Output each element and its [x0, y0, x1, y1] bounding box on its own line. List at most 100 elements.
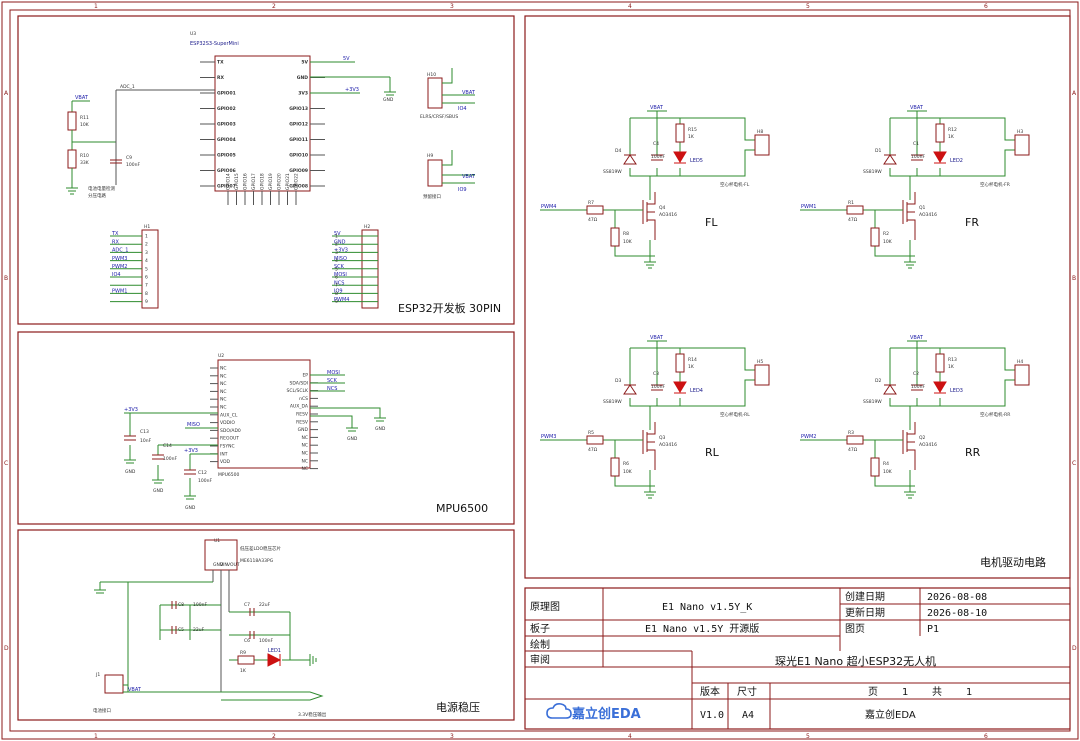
col-4: 4 — [628, 3, 632, 10]
h9-wires — [442, 150, 475, 184]
gate-wires — [800, 439, 915, 492]
mpu-gnd-1-label: GND — [375, 426, 386, 432]
mpu-v33-label: +3V3 — [124, 407, 138, 413]
mpu-right-pin-label: GND — [298, 427, 309, 433]
vbat-label-esp: VBAT — [75, 95, 89, 101]
cap-ref: C1 — [913, 141, 919, 147]
u3-name: ESP32S3-SuperMini — [190, 41, 239, 47]
c9-capacitor — [110, 159, 122, 164]
c12-gnd-label: GND — [185, 505, 196, 511]
esp-bottom-pin-label: GPIO22 — [294, 173, 300, 190]
status-led-ref: LED2 — [950, 158, 963, 164]
led-resistor — [675, 353, 685, 373]
status-led-ref: LED5 — [690, 158, 703, 164]
c9-value: 100nF — [126, 162, 140, 168]
c13-value: 10nF — [140, 438, 152, 444]
esp-right-pin-label: GND — [297, 75, 308, 81]
mpu-right-pin-label: SDA/SDI — [290, 380, 309, 386]
header-pin-net: ADC_1 — [112, 248, 128, 254]
mpu-left-pin-label: VDD — [220, 459, 231, 465]
esp-left-pin-label: GPIO05 — [217, 153, 236, 159]
mosfet-ref: Q1 — [919, 205, 926, 211]
esp-left-pin-label: GPIO02 — [217, 106, 236, 112]
esp32-panel-title: ESP32开发板 30PIN — [398, 301, 501, 315]
header-pin-number: 9 — [335, 299, 338, 305]
esp32-right-pins: 5VGND3V3GPIO13GPIO12GPIO11GPIO10GPIO09GP… — [289, 60, 325, 190]
motor-panel-border — [524, 15, 1071, 579]
esp-right-pin-label: GPIO09 — [289, 168, 308, 174]
motor-vbat-label: VBAT — [910, 335, 924, 341]
ldo-pins — [212, 570, 230, 692]
cap-value: 100nF — [911, 384, 925, 390]
motor-connector — [1014, 364, 1030, 386]
motor-panel: 电机驱动电路 VBATD4SS819WC4100nFR151KLED5H8空心杯… — [524, 15, 1071, 579]
board-label: 板子 — [530, 622, 550, 635]
h9-connector — [427, 159, 443, 187]
motor-unit-rl: VBATD3SS819WC3100nFR141KLED4H5空心杯电机-RLQ3… — [540, 335, 770, 499]
mpu-right-pin-label: NC — [301, 458, 308, 464]
r9-value: 1K — [240, 668, 247, 674]
motor-connector-ref: H5 — [757, 359, 763, 365]
status-led — [933, 151, 947, 164]
header-pin-number: 4 — [145, 258, 148, 264]
mpu-gnd-wires — [310, 407, 381, 428]
mosfet — [642, 422, 656, 470]
col-3-bottom: 3 — [450, 733, 454, 740]
mpu-left-pins: NCNCNCNCNCNCAUX_CLVDDIOSDO/AD0REGOUTFSYN… — [210, 366, 241, 465]
col-2-bottom: 2 — [272, 733, 276, 740]
status-led — [673, 151, 687, 164]
c14-value: 100nF — [163, 456, 177, 462]
pwm-net-label: PWM1 — [801, 204, 816, 210]
gate-resistor — [586, 205, 604, 215]
output-arrow — [221, 691, 324, 701]
u1-pin-gnd: GND — [213, 562, 224, 568]
r9-ref: R9 — [240, 650, 246, 656]
header-pin-number: 2 — [145, 242, 148, 248]
output-cap-rails — [229, 611, 291, 660]
h2-ref: H2 — [364, 224, 370, 230]
c12-ref: C12 — [198, 470, 207, 476]
gnd-symbol-esp — [384, 91, 396, 96]
header-pin-number: 4 — [335, 258, 338, 264]
c12-value: 100nF — [198, 478, 212, 484]
h10-io4-label: IO4 — [458, 106, 467, 112]
flyback-diode — [623, 154, 637, 165]
motor-power-wires — [889, 111, 1015, 200]
diode-ref: D3 — [615, 378, 621, 384]
motor-position-label: RR — [965, 446, 981, 459]
logo-text: 嘉立创EDA — [571, 706, 641, 722]
col-5: 5 — [806, 3, 810, 10]
mpu-left-pin-label: FSYNC — [220, 444, 235, 450]
mpu-panel: MPU6500 U2 MPU6500 NCNCNCNCNCNCAUX_CLVDD… — [17, 331, 515, 525]
c5-capacitor — [171, 626, 177, 634]
motor-position-label: FL — [705, 216, 718, 229]
motor-connector — [754, 364, 770, 386]
mpu-left-pin-label: NC — [220, 389, 227, 395]
header-pin-number: 1 — [145, 234, 148, 240]
esp-right-pin-label: GPIO10 — [289, 153, 308, 159]
page-count-label-b: 共 — [932, 686, 942, 698]
motor-cap — [651, 154, 663, 161]
flyback-diode — [623, 384, 637, 395]
adc-net-label: ADC_1 — [120, 84, 135, 90]
mpu-chip-name: MPU6500 — [218, 472, 239, 478]
r11-value: 10K — [80, 122, 90, 128]
gate-resistor-ref: R1 — [848, 200, 854, 206]
motor-units: VBATD4SS819WC4100nFR151KLED5H8空心杯电机-FLQ4… — [540, 105, 1030, 499]
led1-symbol — [267, 653, 282, 667]
title-grid-h2 — [840, 603, 1070, 621]
input-cap-rails — [160, 604, 221, 631]
version-label: 版本 — [700, 685, 720, 698]
c14-wire — [157, 444, 218, 480]
col-6: 6 — [984, 3, 988, 10]
mpu-left-pin-label: AUX_CL — [220, 412, 238, 418]
mpu-left-pin-label: REGOUT — [220, 436, 239, 442]
led-resistor — [675, 123, 685, 143]
status-led-ref: LED4 — [690, 388, 703, 394]
esp-bottom-pin-label: GPIO20 — [277, 173, 283, 190]
title-block-border — [524, 587, 1071, 730]
title-block: 原理图 E1 Nano v1.5Y_K 板子 E1 Nano v1.5Y 开源版… — [524, 587, 1071, 730]
diode-part: SS819W — [603, 169, 622, 175]
mosfet — [642, 192, 656, 240]
c6-capacitor — [249, 631, 255, 639]
